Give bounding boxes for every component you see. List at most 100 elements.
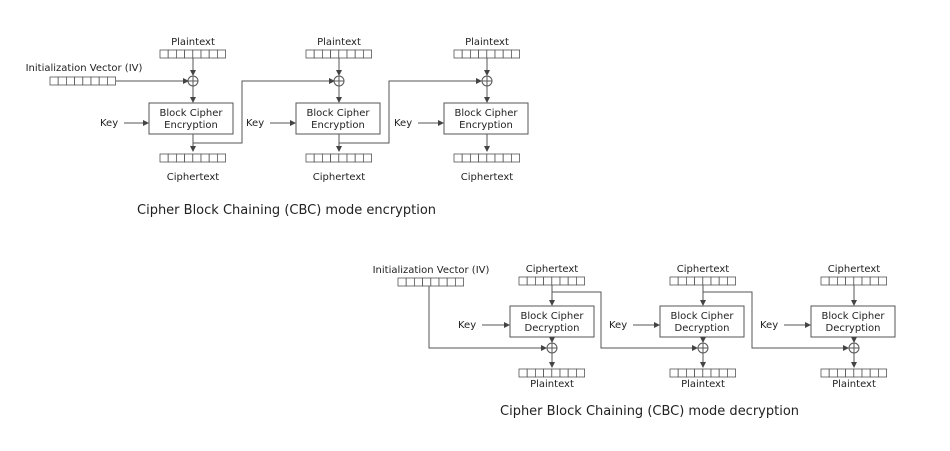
register-cell	[576, 276, 586, 286]
enc-plaintext-register	[305, 49, 372, 59]
register-cell	[305, 153, 315, 163]
block-label-line2: Decryption	[675, 323, 730, 334]
dec-plaintext-label: Plaintext	[681, 379, 725, 390]
register-cell	[478, 153, 488, 163]
register-cell	[853, 368, 863, 378]
register-cell	[200, 49, 210, 59]
dec-ciphertext-register	[518, 276, 586, 286]
register-cell	[486, 49, 496, 59]
register-cell	[510, 153, 520, 163]
enc-plaintext-label: Plaintext	[465, 37, 509, 48]
dec-plaintext-label: Plaintext	[530, 379, 574, 390]
block-label-line2: Decryption	[525, 323, 580, 334]
register-cell	[576, 368, 586, 378]
block-cipher-decryption-box	[810, 305, 896, 338]
register-cell	[362, 153, 372, 163]
enc-plaintext-label: Plaintext	[171, 37, 215, 48]
register-cell	[502, 49, 512, 59]
register-cell	[677, 368, 687, 378]
block-label-line1: Block Cipher	[822, 311, 886, 322]
dec-ciphertext-label: Ciphertext	[677, 264, 730, 275]
xor-icon	[848, 342, 860, 354]
register-cell	[82, 76, 92, 86]
register-cell	[454, 277, 464, 287]
block-label-line2: Encryption	[459, 120, 513, 131]
register-cell	[469, 153, 479, 163]
dec-iv-register	[397, 277, 464, 287]
register-cell	[346, 49, 356, 59]
dec-stage-3: Ciphertext Block Cipher Decryption Key P…	[760, 264, 896, 390]
register-cell	[727, 276, 737, 286]
register-cell	[710, 368, 720, 378]
register-cell	[413, 277, 423, 287]
block-label-line2: Encryption	[311, 120, 365, 131]
register-cell	[837, 276, 847, 286]
xor-icon	[546, 342, 558, 354]
register-cell	[354, 49, 364, 59]
block-label-line1: Block Cipher	[160, 108, 224, 119]
register-cell	[208, 153, 218, 163]
dec-iv-label: Initialization Vector (IV)	[373, 265, 490, 276]
block-cipher-encryption-box	[148, 102, 234, 135]
block-label-line2: Encryption	[164, 120, 218, 131]
dec-plaintext-register	[669, 368, 737, 378]
register-cell	[543, 368, 553, 378]
register-cell	[98, 76, 108, 86]
block-cipher-decryption-box	[659, 305, 745, 338]
register-cell	[66, 76, 76, 86]
enc-iv-label: Initialization Vector (IV)	[26, 63, 143, 74]
block-cipher-decryption-box	[509, 305, 595, 338]
register-cell	[669, 368, 679, 378]
register-cell	[200, 153, 210, 163]
enc-plaintext-register	[453, 49, 520, 59]
register-cell	[543, 276, 553, 286]
register-cell	[338, 49, 348, 59]
register-cell	[686, 276, 696, 286]
enc-ciphertext-register	[305, 153, 372, 163]
enc-ciphertext-label: Ciphertext	[461, 172, 514, 183]
enc-iv-register	[49, 76, 117, 86]
register-cell	[702, 276, 712, 286]
encryption-caption: Cipher Block Chaining (CBC) mode encrypt…	[137, 203, 436, 218]
enc-stage-1: Plaintext Block Cipher Encryption Key Ci…	[100, 37, 234, 183]
xor-icon	[187, 75, 199, 87]
block-label-line1: Block Cipher	[671, 311, 735, 322]
decryption-caption: Cipher Block Chaining (CBC) mode decrypt…	[500, 404, 799, 419]
register-cell	[694, 276, 704, 286]
register-cell	[354, 153, 364, 163]
register-cell	[159, 49, 169, 59]
enc-key-label: Key	[100, 118, 118, 129]
register-cell	[869, 276, 879, 286]
register-cell	[167, 49, 177, 59]
dec-ciphertext-register	[669, 276, 737, 286]
register-cell	[330, 153, 340, 163]
block-label-line1: Block Cipher	[455, 108, 519, 119]
register-cell	[502, 153, 512, 163]
register-cell	[494, 49, 504, 59]
block-label-line1: Block Cipher	[307, 108, 371, 119]
register-cell	[828, 368, 838, 378]
enc-ciphertext-label: Ciphertext	[313, 172, 366, 183]
register-cell	[305, 49, 315, 59]
register-cell	[694, 368, 704, 378]
register-cell	[192, 49, 202, 59]
register-cell	[453, 49, 463, 59]
enc-stage-2: Plaintext Block Cipher Encryption Key Ci…	[246, 37, 381, 183]
register-cell	[74, 76, 84, 86]
enc-plaintext-label: Plaintext	[317, 37, 361, 48]
register-cell	[321, 153, 331, 163]
register-cell	[727, 368, 737, 378]
enc-chain-arrow-1	[193, 78, 335, 144]
dec-stage-2: Ciphertext Block Cipher Decryption Key P…	[609, 264, 745, 390]
register-cell	[313, 153, 323, 163]
register-cell	[845, 368, 855, 378]
register-cell	[494, 153, 504, 163]
decryption-diagram: Initialization Vector (IV) Ciphertext Bl…	[373, 264, 896, 419]
register-cell	[853, 276, 863, 286]
register-cell	[718, 368, 728, 378]
register-cell	[167, 153, 177, 163]
register-cell	[430, 277, 440, 287]
register-cell	[878, 276, 888, 286]
register-cell	[669, 276, 679, 286]
